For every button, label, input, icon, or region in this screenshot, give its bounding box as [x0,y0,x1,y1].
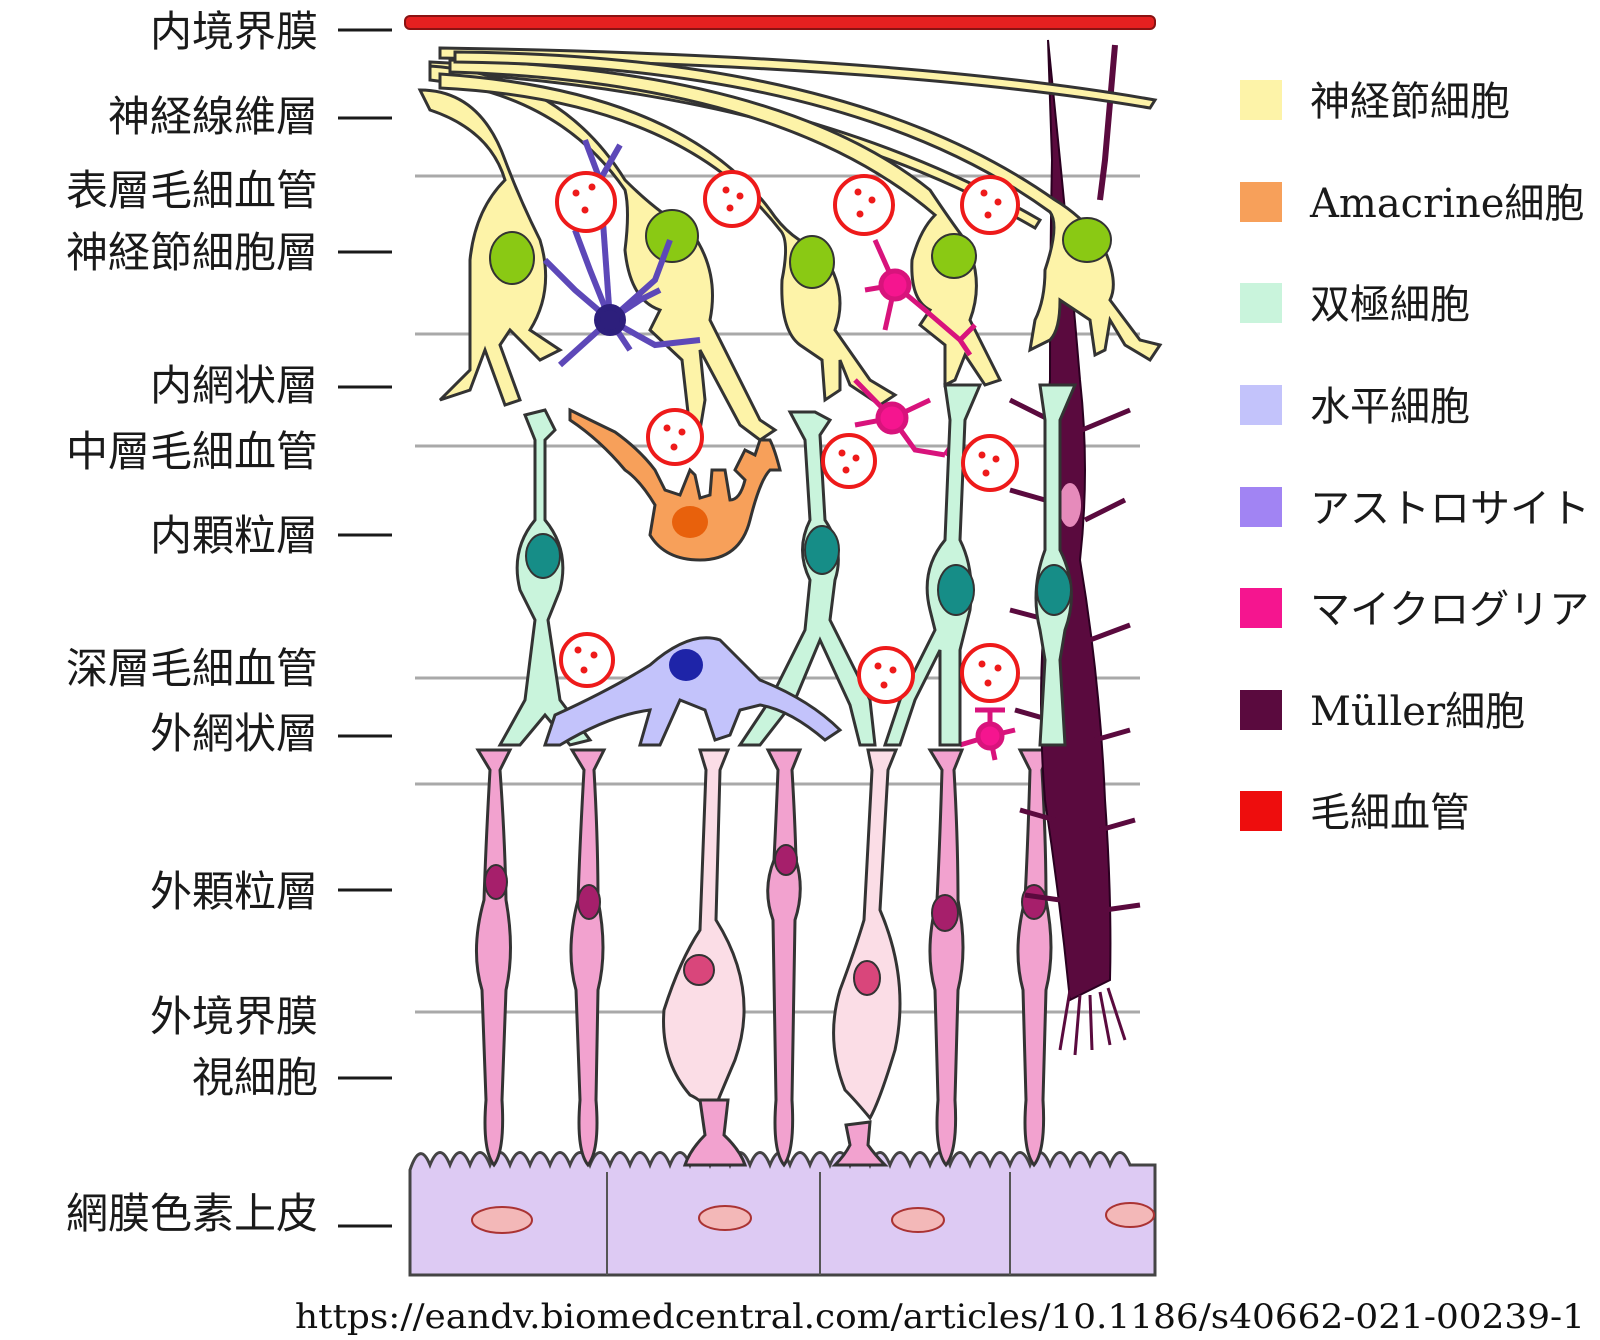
legend-swatch [1240,182,1282,222]
legend-swatch [1240,690,1282,730]
capillary [821,433,877,489]
source-url: https://eandv.biomedcentral.com/articles… [295,1297,1585,1337]
bipolar-nucleus [1036,564,1072,616]
capillary [833,174,895,236]
legend-item-bipolar: 双極細胞 [1240,282,1470,328]
bipolar-nucleus [937,564,975,616]
ganglion-nucleus [931,233,977,279]
layer-label-pr: 視細胞 [192,1053,318,1102]
ganglion-cell [438,72,898,407]
legend-item-astrocyte: アストロサイト [1240,486,1590,532]
capillary [703,170,761,228]
legend-item-muller: Müller細胞 [1240,689,1525,735]
retinal-pigment-epithelium [408,1151,1157,1277]
photoreceptor-nucleus [1021,884,1047,920]
ganglion-nucleus [645,209,699,263]
capillary-blood-cells [572,183,1002,689]
photoreceptor-nucleus [577,884,601,920]
horizontal-cell [542,636,843,747]
photoreceptor-cells [475,748,1053,1168]
layer-label-icp: 中層毛細血管 [66,427,318,476]
layer-label-ilm: 内境界膜 [150,7,318,56]
layer-label-dcp: 深層毛細血管 [66,644,318,693]
rpe-nucleus [891,1207,945,1233]
layer-label-inl: 内顆粒層 [150,511,318,560]
layer-label-onl: 外顆粒層 [150,867,318,916]
ganglion-nucleus [789,235,835,289]
legend-item-microglia: マイクログリア [1240,587,1589,633]
cone-cell [682,1098,748,1167]
bipolar-cell [882,383,983,747]
legend-label: 双極細胞 [1310,282,1470,328]
cone-cell [831,1120,889,1167]
bipolar-nucleus [804,525,840,575]
rod-cell [475,748,513,1168]
rod-cell [569,748,607,1168]
rod-cell [765,748,803,1168]
legend: 神経節細胞 Amacrine細胞 双極細胞 水平細胞 アストロサイト マイクログ… [1240,79,1590,836]
layer-label-nfl: 神経線維層 [108,92,318,141]
layer-label-rpe: 網膜色素上皮 [66,1189,318,1238]
ganglion-cell [453,50,1163,363]
capillary [555,171,617,233]
legend-label: アストロサイト [1310,486,1590,532]
photoreceptor-nucleus [931,894,959,932]
legend-label: 毛細血管 [1310,790,1470,836]
legend-label: 神経節細胞 [1310,79,1510,125]
ganglion-nucleus [1062,217,1112,263]
photoreceptor-nucleus [484,864,508,900]
layer-label-gcl: 神経節細胞層 [66,228,318,277]
legend-item-ganglion: 神経節細胞 [1240,79,1510,125]
ganglion-cell [448,58,1003,388]
layer-label-svp: 表層毛細血管 [66,166,318,215]
layer-label-opl: 外網状層 [150,709,318,758]
photoreceptor-nucleus [853,960,881,996]
legend-item-horizontal: 水平細胞 [1240,384,1470,430]
layer-labels: 内境界膜 神経線維層 表層毛細血管 神経節細胞層 内網状層 中層毛細血管 内顆粒… [66,7,318,1238]
capillary [646,408,704,466]
legend-label: マイクログリア [1310,587,1589,633]
ganglion-nucleus [489,231,535,285]
rpe-nucleus [471,1206,533,1234]
capillary [960,643,1020,703]
legend-swatch [1240,588,1282,628]
layer-label-olm: 外境界膜 [150,992,318,1041]
ganglion-cell [417,88,563,407]
legend-swatch [1240,385,1282,425]
legend-item-capillary: 毛細血管 [1240,790,1470,836]
legend-swatch [1240,487,1282,527]
layer-label-ipl: 内網状層 [150,361,318,410]
inner-limiting-membrane [404,15,1156,30]
cone-cell [662,748,746,1119]
legend-swatch [1240,80,1282,120]
legend-swatch [1240,283,1282,323]
bipolar-cells [497,383,1078,747]
rpe-nucleus [1105,1202,1155,1228]
legend-item-amacrine: Amacrine細胞 [1240,181,1584,227]
legend-label: Amacrine細胞 [1309,181,1584,227]
bipolar-nucleus [525,533,561,579]
capillary [559,632,615,688]
cone-cell [832,748,902,1121]
rod-cell [927,748,965,1168]
capillary-cross-sections [555,170,1020,704]
layer-leader-lines [338,28,392,1228]
capillary [960,175,1020,235]
rpe-nucleus [698,1205,752,1231]
legend-swatch [1240,791,1282,831]
capillary [857,646,915,704]
legend-label: Müller細胞 [1310,689,1525,735]
photoreceptor-nucleus [774,844,798,876]
amacrine-cell [568,407,782,562]
photoreceptor-nucleus [683,954,715,986]
capillary [961,434,1019,492]
legend-label: 水平細胞 [1310,384,1470,430]
